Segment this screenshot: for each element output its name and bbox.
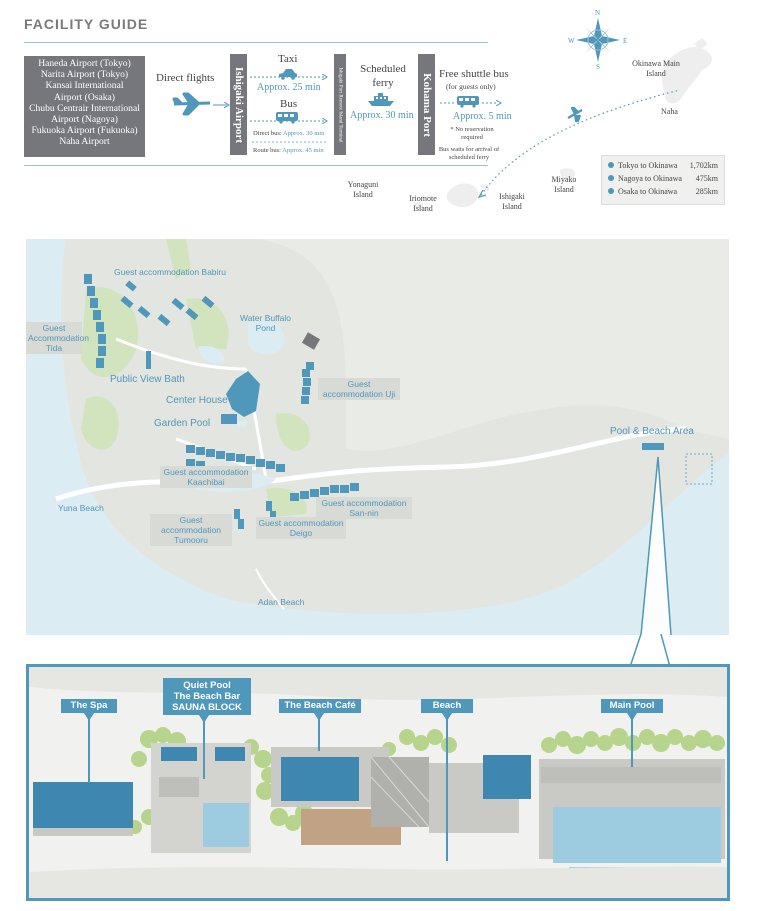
quiet-pool-text: Quiet Pool (183, 680, 231, 691)
no-reservation-note: * No reservation required (450, 126, 494, 141)
origin-airports-box: Haneda Airport (Tokyo) Narita Airport (T… (24, 56, 145, 157)
kaachibai-label: Guest accommodation Kaachibai (160, 466, 252, 488)
sauna-block-text: SAUNA BLOCK (172, 702, 242, 713)
origin-kansai: Kansai International (45, 80, 124, 92)
compass-e: E (623, 37, 628, 45)
shuttle-time: Approx. 5 min (453, 111, 512, 122)
tumooru-label: Guest accommodation Tumooru (150, 514, 232, 546)
iriomote-label: Iriomote Island (409, 194, 437, 213)
shuttle-label: Free shuttle bus (439, 68, 509, 80)
origin-narita: Narita Airport (Tokyo) (40, 69, 129, 81)
compass-icon (576, 18, 620, 62)
ishigaki-island-label: Ishigaki Island (499, 192, 525, 211)
route-rule (24, 165, 488, 166)
bus-route-line (250, 118, 328, 124)
bus-icon (276, 112, 298, 124)
page-title: FACILITY GUIDE (24, 16, 149, 32)
bus-waits-note: Bus waits for arrival of scheduled ferry (438, 146, 500, 161)
deigo-label: Guest accommodation Deigo (256, 517, 346, 539)
pool-beach-detail: The Spa Quiet Pool The Beach Bar SAUNA B… (26, 664, 730, 901)
scheduled-ferry-label: Scheduled ferry (360, 63, 406, 89)
compass-w: W (568, 37, 575, 45)
pool-beach-area-label: Pool & Beach Area (610, 426, 694, 437)
beach-bar-text: The Beach Bar (173, 691, 241, 702)
shuttle-bus-icon (457, 96, 479, 108)
shuttle-note: (for guests only) (446, 82, 496, 91)
beach-pointer (442, 713, 452, 861)
airplane-icon (172, 92, 211, 116)
resort-map-drawing (26, 239, 729, 635)
ishigaki-airport-bar: Ishigaki Airport (230, 54, 247, 155)
garden-pool-label: Garden Pool (154, 418, 211, 429)
compass-s: S (596, 63, 600, 71)
okinawa-region-map (414, 18, 712, 209)
taxi-route-line (250, 74, 328, 80)
origin-chubu-city: Airport (Nagoya) (51, 114, 118, 126)
okinawa-main-island-label: Okinawa Main Island (632, 59, 680, 78)
compass-n: N (595, 9, 601, 17)
water-buffalo-pond-label: Water Buffalo Pond (239, 313, 292, 333)
origin-kansai-city: Airport (Osaka) (53, 91, 115, 103)
direct-flights-label: Direct flights (156, 72, 215, 84)
public-view-bath-label: Public View Bath (110, 374, 185, 385)
san-nin-label: Guest accommodation San-nin (316, 497, 412, 519)
origin-chubu: Chubu Centrair International (29, 102, 140, 114)
naha-label: Naha (661, 107, 678, 116)
ishigaki-port-terminal-bar: Ishigaki Port Remote Island Terminal (334, 54, 346, 155)
tida-label: Guest Accommodation Tida (26, 322, 89, 354)
resort-map: Guest accommodation Babiru Guest Accommo… (26, 239, 729, 635)
tag-beach: Beach (421, 699, 473, 713)
detail-drawing (29, 667, 727, 898)
main-pool-pointer (627, 713, 637, 767)
route-bus-row: Route bus: Approx. 45 min (253, 147, 324, 154)
taxi-label: Taxi (278, 53, 298, 65)
yuna-beach-label: Yuna Beach (58, 503, 104, 513)
arrow-icon (213, 102, 230, 108)
origin-fukuoka: Fukuoka Airport (Fukuoka) (31, 125, 138, 137)
adan-beach-label: Adan Beach (258, 597, 305, 607)
direct-bus-row: Direct bus: Approx. 30 min (253, 130, 325, 137)
title-rule (24, 42, 488, 43)
ferry-time: Approx. 30 min (350, 110, 414, 121)
tag-beach-cafe: The Beach Café (279, 699, 361, 713)
kohama-port-bar: Kohama Port (418, 54, 435, 155)
tag-quiet-pool-group: Quiet Pool The Beach Bar SAUNA BLOCK (163, 678, 251, 715)
bus-label: Bus (280, 98, 298, 110)
yonaguni-label: Yonaguni Island (347, 180, 379, 199)
origin-haneda: Haneda Airport (Tokyo) (38, 58, 131, 69)
callout-connector (630, 634, 670, 667)
spa-pointer (84, 713, 94, 783)
quiet-pool-pointer (199, 715, 209, 779)
uji-label: Guest accommodation Uji (318, 378, 400, 400)
beach-cafe-pointer (314, 713, 324, 751)
origin-naha: Naha Airport (59, 136, 110, 148)
shuttle-route-line (440, 100, 502, 106)
tag-the-spa: The Spa (61, 699, 117, 713)
babiru-label: Guest accommodation Babiru (114, 267, 226, 277)
ferry-icon (368, 93, 394, 106)
center-house-label: Center House (166, 395, 228, 406)
tag-main-pool: Main Pool (601, 699, 663, 713)
route-divider (252, 141, 328, 143)
miyako-label: Miyako Island (551, 175, 577, 194)
taxi-time: Approx. 25 min (257, 82, 321, 93)
taxi-icon (279, 69, 297, 80)
